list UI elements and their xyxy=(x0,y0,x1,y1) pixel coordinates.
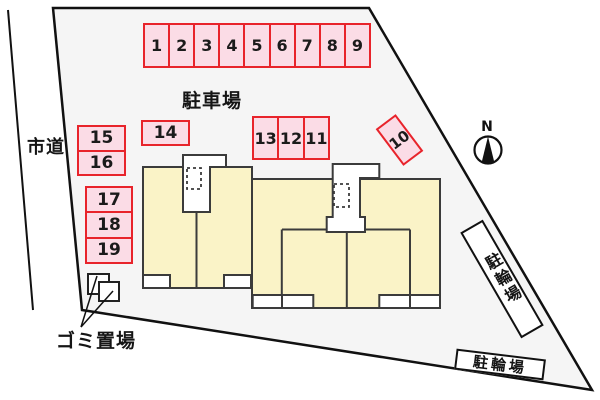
garbage-pointer-line xyxy=(80,290,114,328)
entry-notch xyxy=(223,274,252,289)
north-label: N xyxy=(481,119,493,135)
parking-space-3: 3 xyxy=(193,25,218,66)
stairwell-left xyxy=(182,154,227,213)
parking-space-11: 11 xyxy=(302,118,328,158)
road-edge-line xyxy=(7,9,34,311)
parking-space-1: 1 xyxy=(150,36,163,55)
parking-col-17-19: 17 18 19 xyxy=(85,186,133,264)
parking-space-7: 7 xyxy=(293,25,319,66)
entry-notch xyxy=(142,274,171,289)
parking-space-5: 5 xyxy=(243,25,268,66)
parking-space-15: 15 xyxy=(89,128,114,149)
parking-space-2: 2 xyxy=(168,25,193,66)
parking-space-4: 4 xyxy=(218,25,243,66)
parking-space-18: 18 xyxy=(87,211,131,236)
parking-space-14-label: 14 xyxy=(153,123,178,143)
parking-space-6: 6 xyxy=(268,25,294,66)
parking-row-1-9: 1 2 3 4 5 6 7 8 9 xyxy=(143,23,371,68)
entry-notch xyxy=(378,294,411,309)
garbage-box xyxy=(98,281,120,302)
entry-notch xyxy=(251,294,283,309)
parking-row-13-11: 13 12 11 xyxy=(252,116,330,160)
stair-dashed-left xyxy=(186,167,202,190)
parking-space-19: 19 xyxy=(87,236,131,262)
entry-notch xyxy=(409,294,441,309)
north-arrow-icon xyxy=(473,135,503,165)
garbage-pointer-line xyxy=(80,275,98,328)
stair-dashed-right xyxy=(333,183,350,208)
parking-space-14: 14 xyxy=(141,120,190,146)
parking-space-8: 8 xyxy=(318,25,344,66)
parking-space-16: 16 xyxy=(79,149,124,175)
parking-space-9: 9 xyxy=(343,25,369,66)
parking-space-17: 17 xyxy=(97,189,121,210)
parking-space-12: 12 xyxy=(277,118,302,158)
garbage-label: ゴミ置場 xyxy=(56,330,137,352)
parking-col-15-16: 15 16 xyxy=(77,125,126,176)
parking-area-label: 駐車場 xyxy=(182,90,243,112)
entry-notch xyxy=(281,294,315,309)
road-label: 市道 xyxy=(27,137,65,158)
parking-space-13: 13 xyxy=(254,128,277,148)
stairwell-right xyxy=(325,163,381,233)
